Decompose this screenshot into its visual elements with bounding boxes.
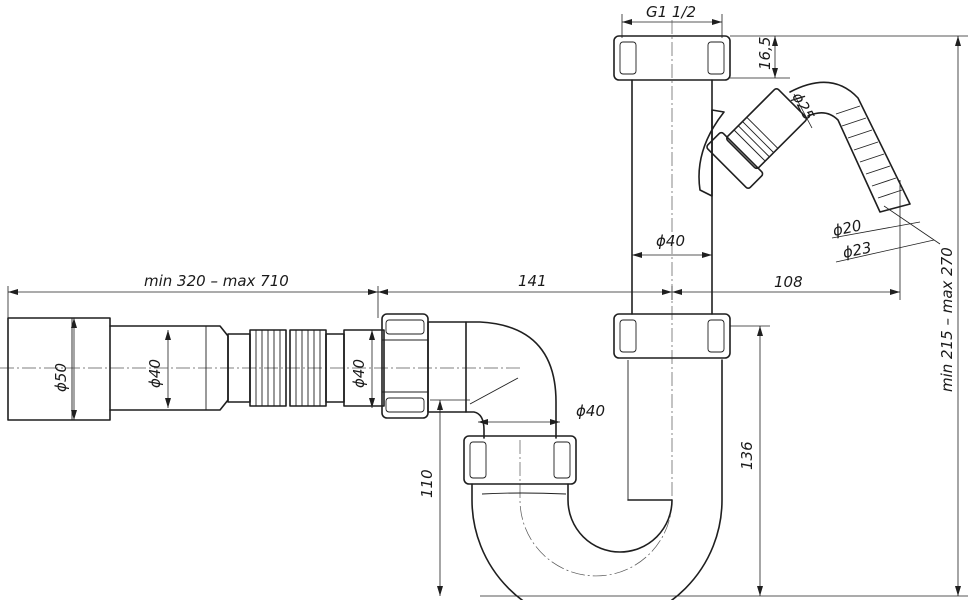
label-nut-dia: ϕ40 [350,359,368,388]
label-pipe-dia-vertical: ϕ40 [656,232,685,250]
union-nut-left [381,313,467,419]
label-trap-height: 110 [418,469,436,498]
corrugation-left [249,329,287,407]
label-right-height: 136 [738,441,756,470]
flexible-pipe [7,317,385,421]
label-end-dia: ϕ50 [52,363,70,392]
trap-bend [463,321,723,600]
corrugation-right [289,329,327,407]
dimension-lines [7,14,968,597]
label-top-height: 16,5 [756,37,774,70]
label-mid-length: 141 [518,272,547,290]
dimension-labels: G1 1/2 16,5 ϕ25 ϕ20 ϕ23 ϕ40 108 min 215 … [52,3,956,498]
label-thread: G1 1/2 [646,3,696,21]
label-flex-dia: ϕ40 [146,359,164,388]
hose-ribs [835,105,903,199]
label-total-height: min 215 – max 270 [938,247,956,392]
label-outlet-dia: ϕ25 [788,89,818,123]
label-flex-length: min 320 – max 710 [144,272,289,290]
label-side-offset: 108 [774,273,803,291]
label-trap-dia: ϕ40 [576,402,605,420]
label-hose-outer: ϕ23 [841,238,873,262]
center-lines [0,20,673,577]
label-hose-inner: ϕ20 [831,216,863,240]
side-outlet [698,81,911,213]
